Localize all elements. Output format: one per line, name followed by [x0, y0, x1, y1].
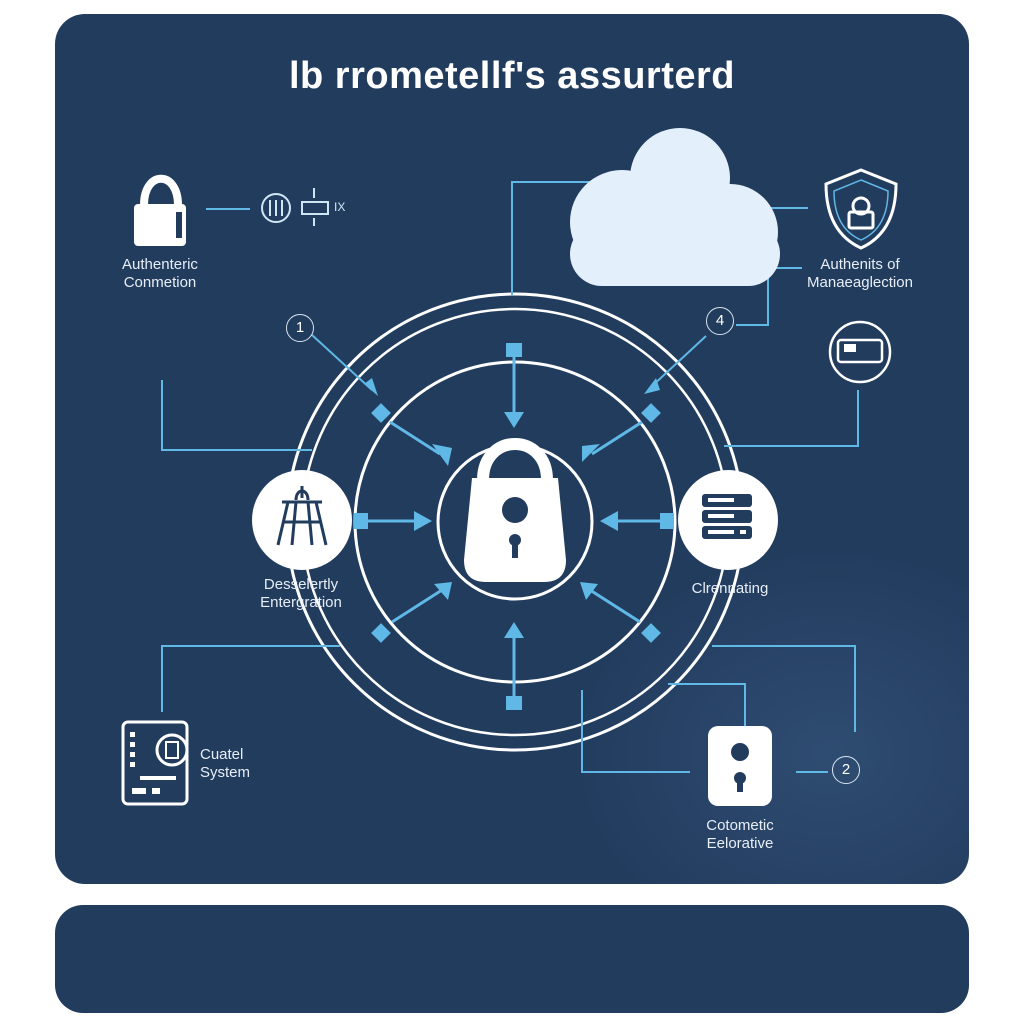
system-label-line-2: System — [200, 764, 251, 781]
circuit-icon — [261, 188, 329, 226]
integration-label-line-2: Entergration — [260, 594, 342, 611]
connector-bottom-right — [668, 683, 746, 726]
integration-label-line-1: Desselertly — [263, 576, 339, 593]
arrow-bottom — [504, 622, 524, 710]
device-icon-right — [828, 320, 892, 384]
badge-4: 4 — [706, 307, 734, 335]
connector-right-bottom — [712, 645, 856, 732]
badge-2: 2 — [832, 756, 860, 784]
system-device-icon — [121, 720, 189, 806]
bottom-bar — [55, 905, 969, 1013]
keyhole-device-label: Cotometic Eelorative — [680, 817, 800, 853]
keyhole-device-icon — [708, 726, 772, 806]
connector-bottom-mid — [581, 690, 690, 773]
arrow-top — [504, 343, 524, 428]
center-lock-icon — [464, 438, 566, 582]
cloud-icon — [570, 128, 780, 286]
top-right-label-line-1: Authenits of — [820, 256, 900, 273]
connector-right-top — [724, 390, 859, 447]
connector-left-bottom — [161, 645, 340, 712]
keyhole-device-label-line-1: Cotometic — [706, 817, 774, 834]
database-label-line-1: Clrennating — [691, 580, 769, 597]
shield-icon — [824, 168, 898, 250]
database-node — [678, 470, 778, 570]
top-right-label: Authenits of Manaeaglection — [790, 256, 930, 292]
diagram-title: lb rrometellf's assurterd — [288, 55, 735, 97]
arrowhead-badge-4 — [644, 378, 660, 394]
arrow-left — [354, 511, 432, 531]
connector-cloud — [511, 181, 610, 295]
arrow-bottom-right — [580, 582, 661, 643]
top-left-extra-text: IX — [334, 200, 346, 214]
database-label: Clrennating — [670, 580, 790, 598]
badge-1: 1 — [286, 314, 314, 342]
connector-left-top — [161, 380, 312, 451]
padlock-icon-top-left — [134, 174, 186, 246]
top-left-label-line-1: Authenteric — [122, 256, 198, 273]
system-label: Cuatel System — [200, 746, 290, 782]
arrowhead-badge-1 — [364, 378, 378, 396]
keyhole-device-label-line-2: Eelorative — [706, 835, 774, 852]
arrow-badge-1 — [311, 334, 373, 391]
top-left-label: Authenteric Conmetion — [100, 256, 220, 292]
top-left-label-line-2: Conmetion — [123, 274, 197, 291]
system-label-line-1: Cuatel — [200, 746, 244, 763]
top-right-label-line-2: Manaeaglection — [807, 274, 913, 291]
integration-node — [252, 470, 352, 570]
connector-badge-4 — [736, 267, 802, 326]
arrow-right — [600, 511, 674, 531]
arrow-top-right — [582, 403, 661, 462]
arrow-badge-4 — [649, 335, 707, 389]
integration-label: Desselertly Entergration — [236, 576, 366, 612]
arrow-top-left — [371, 403, 452, 466]
arrow-bottom-left — [371, 582, 452, 643]
